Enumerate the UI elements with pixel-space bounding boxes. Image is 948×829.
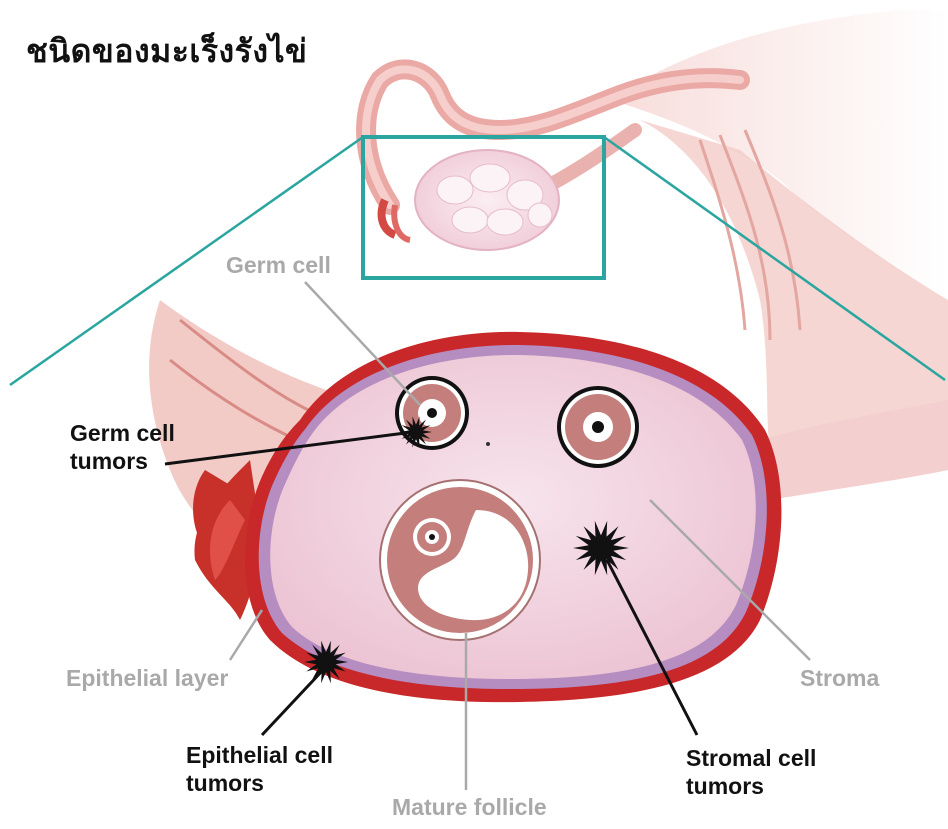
germ-cell-tumors-label: Germ cell tumors xyxy=(70,420,175,475)
epithelial-cell-tumors-line2: tumors xyxy=(186,770,333,798)
stromal-cell-tumors-line1: Stromal cell xyxy=(686,745,816,773)
epithelial-layer-leader xyxy=(230,610,262,660)
stromal-cell-tumors-line2: tumors xyxy=(686,773,816,801)
epithelial-cell-tumors-label: Epithelial cell tumors xyxy=(186,742,333,797)
stromal-cell-tumors-label: Stromal cell tumors xyxy=(686,745,816,800)
epithelial-layer-label: Epithelial layer xyxy=(66,665,228,693)
germ-cell-follicle xyxy=(395,376,469,450)
stroma-label: Stroma xyxy=(800,665,879,693)
ovary-cross-section xyxy=(245,332,781,702)
epithelial-cell-tumors-leader xyxy=(262,670,323,735)
germ-cell-tumors-line1: Germ cell xyxy=(70,420,175,448)
growing-follicle xyxy=(557,386,639,468)
germ-cell-label: Germ cell xyxy=(226,252,331,280)
mature-follicle-shape xyxy=(380,480,540,640)
epithelial-cell-tumors-line1: Epithelial cell xyxy=(186,742,333,770)
germ-cell-tumors-line2: tumors xyxy=(70,448,175,476)
mature-follicle-label: Mature follicle xyxy=(392,794,547,822)
small-ovary xyxy=(415,150,559,250)
page-title: ชนิดของมะเร็งรังไข่ xyxy=(26,26,307,77)
